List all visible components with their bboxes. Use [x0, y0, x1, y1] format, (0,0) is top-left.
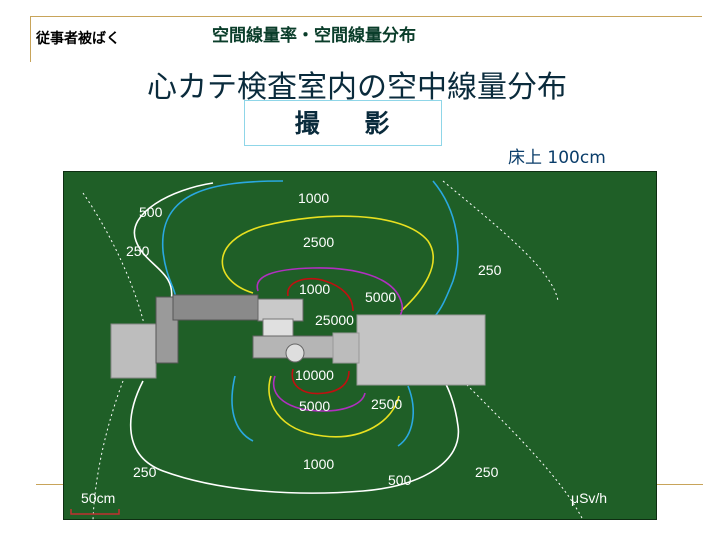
- contour-5000-lower: [272, 375, 366, 412]
- contour-dotted-upper-right: [442, 180, 559, 302]
- scale-bar: [70, 509, 120, 515]
- slide-title: 心カテ検査室内の空中線量分布: [147, 70, 567, 105]
- contour-10000-lower: [291, 368, 350, 395]
- contour-500-lower-right: [397, 385, 414, 447]
- slide-subtitle: 空間線量率・空間線量分布: [212, 26, 416, 46]
- label-250-bottom-right: 250: [475, 464, 499, 480]
- label-250-bottom-left: 250: [133, 464, 157, 480]
- frame-bottom-rule-left: [36, 484, 66, 485]
- label-250-right: 250: [478, 262, 502, 278]
- contour-2500-lower: [268, 375, 400, 438]
- label-10000: 10000: [295, 367, 334, 383]
- contour-dotted-left: [82, 192, 149, 520]
- mode-box: [244, 100, 442, 146]
- label-1000-bottom: 1000: [303, 456, 334, 472]
- contour-500-lower: [231, 375, 254, 442]
- unit-label: μSv/h: [571, 490, 607, 506]
- height-label: 床上 100cm: [508, 148, 606, 168]
- patient-table: [356, 314, 486, 386]
- contour-500-right: [432, 180, 459, 317]
- scale-label: 50cm: [81, 490, 115, 506]
- contour-10000-upper: [287, 277, 354, 312]
- label-500-bottom: 500: [388, 472, 412, 488]
- label-1000-top: 1000: [298, 190, 329, 206]
- frame-left-rule: [30, 16, 31, 62]
- table-connector: [332, 332, 360, 364]
- x-ray-tube: [285, 343, 305, 363]
- mode-label: 撮 影: [294, 109, 408, 138]
- label-2500-bottom: 2500: [371, 396, 402, 412]
- category-label: 従事者被ばく: [36, 31, 120, 47]
- contour-5000-upper: [256, 267, 404, 324]
- label-5000-bottom: 5000: [299, 398, 330, 414]
- label-250-tl: 250: [126, 243, 150, 259]
- frame-top-rule: [30, 16, 702, 17]
- detector-block: [110, 323, 157, 379]
- contour-2500-upper: [221, 215, 434, 312]
- label-2500-top: 2500: [303, 234, 334, 250]
- label-500-tl: 500: [139, 204, 163, 220]
- contour-250-left: [133, 182, 214, 302]
- dose-distribution-map: 500 250 1000 2500 250 1000 5000 25000 10…: [63, 171, 657, 520]
- contour-500-left: [162, 180, 284, 302]
- label-25000: 25000: [315, 312, 354, 328]
- c-arm-top-beam: [172, 294, 259, 321]
- label-1000-inner: 1000: [299, 281, 330, 297]
- c-arm-joint: [257, 298, 304, 322]
- frame-bottom-rule-right: [655, 484, 703, 485]
- label-5000-inner: 5000: [365, 289, 396, 305]
- contour-1000-outer: [129, 375, 460, 494]
